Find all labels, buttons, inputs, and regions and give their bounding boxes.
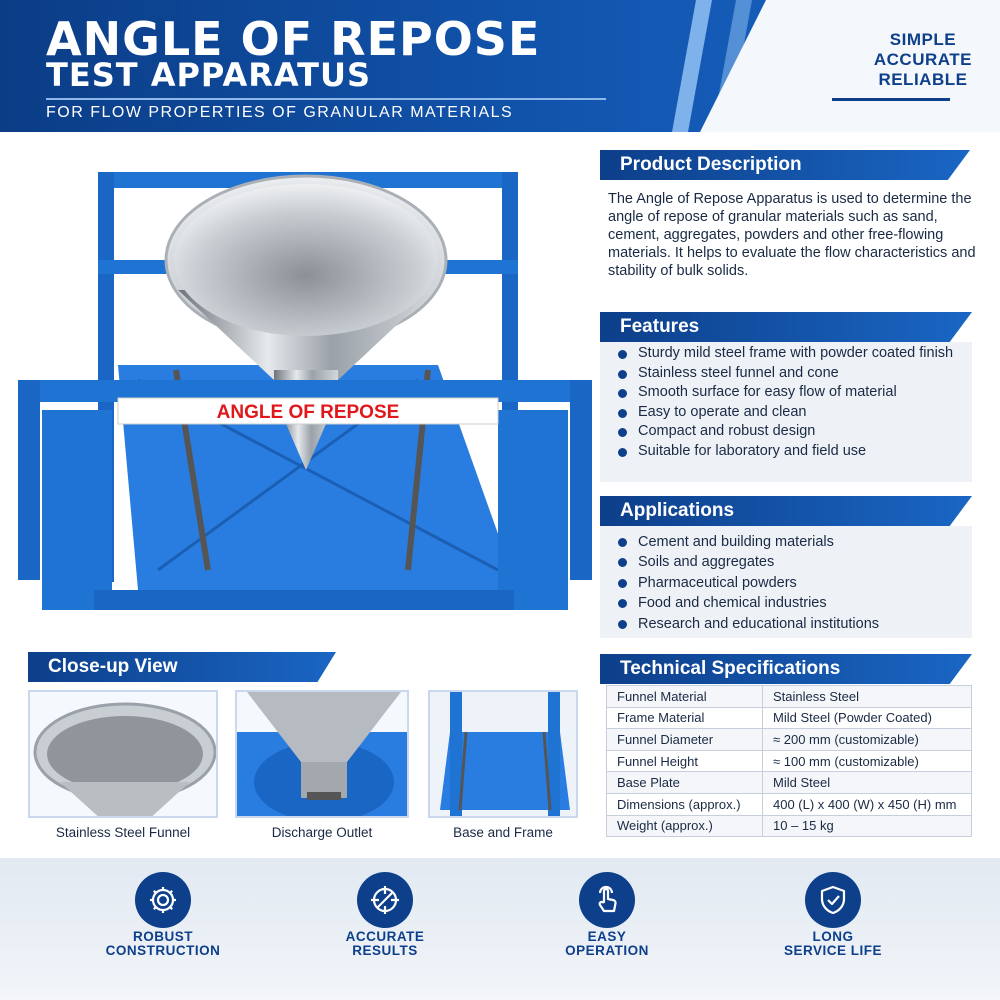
apparatus-label: ANGLE OF REPOSE	[217, 402, 400, 423]
spec-label: Weight (approx.)	[606, 814, 763, 838]
list-item: Food and chemical industries	[612, 593, 970, 613]
feature-label: ACCURATE RESULTS	[300, 930, 470, 957]
table-row: Funnel Diameter≈ 200 mm (customizable)	[606, 728, 972, 751]
spec-label: Funnel Diameter	[606, 728, 763, 751]
list-item: Cement and building materials	[612, 532, 970, 552]
list-item: Stainless steel funnel and cone	[612, 364, 970, 384]
footer-feature-robust: ROBUST CONSTRUCTION	[78, 872, 248, 957]
closeup-funnel-image	[28, 690, 218, 818]
closeup-caption: Stainless Steel Funnel	[55, 825, 191, 840]
spec-value: 400 (L) x 400 (W) x 450 (H) mm	[762, 792, 972, 816]
list-item: Research and educational institutions	[612, 614, 970, 634]
spec-label: Funnel Material	[606, 685, 763, 708]
product-description: The Angle of Repose Apparatus is used to…	[608, 191, 976, 279]
closeup-caption: Base and Frame	[453, 825, 553, 840]
spec-value: ≈ 100 mm (customizable)	[762, 749, 972, 773]
applications-list: Cement and building materials Soils and …	[612, 532, 970, 634]
table-row: Funnel Height≈ 100 mm (customizable)	[606, 749, 972, 773]
feature-label: ROBUST CONSTRUCTION	[78, 930, 248, 957]
section-title: Product Description	[620, 154, 802, 175]
closeup-base-image	[428, 690, 578, 818]
feature-label-line: LONG	[812, 929, 854, 944]
section-header-features: Features	[600, 312, 972, 342]
list-item: Suitable for laboratory and field use	[612, 442, 970, 462]
feature-label: EASY OPERATION	[522, 930, 692, 957]
section-title: Applications	[620, 500, 735, 521]
table-row: Dimensions (approx.)400 (L) x 400 (W) x …	[606, 792, 972, 816]
section-header-description: Product Description	[600, 150, 970, 180]
crosshair-icon	[357, 872, 413, 928]
header-stripe-decoration	[672, 0, 712, 132]
closeup-caption: Discharge Outlet	[271, 825, 373, 840]
tagline: SIMPLE ACCURATE RELIABLE	[874, 30, 972, 90]
feature-label: LONG SERVICE LIFE	[748, 930, 918, 957]
apparatus-label-plate	[117, 397, 499, 425]
section-title: Technical Specifications	[620, 658, 841, 679]
section-header-specifications: Technical Specifications	[600, 654, 972, 684]
applications-panel	[600, 526, 972, 638]
spec-value: Mild Steel (Powder Coated)	[762, 706, 972, 730]
spec-label: Frame Material	[606, 706, 763, 730]
gear-icon	[135, 872, 191, 928]
page-title: ANGLE OF REPOSE	[46, 12, 541, 66]
spec-value: Stainless Steel	[762, 685, 972, 708]
table-row: Weight (approx.)10 – 15 kg	[606, 814, 972, 838]
feature-label-line: ROBUST	[133, 929, 193, 944]
tagline-word: SIMPLE	[889, 30, 957, 49]
frame-top-front	[18, 380, 592, 402]
section-title: Close-up View	[48, 656, 178, 677]
closeup-outlet-image	[235, 690, 409, 818]
tagline-underline	[832, 98, 950, 101]
section-title: Features	[620, 316, 700, 337]
feature-label-line: ACCURATE	[345, 929, 425, 944]
feature-label-line: CONSTRUCTION	[105, 942, 221, 958]
shield-check-icon	[805, 872, 861, 928]
list-item: Easy to operate and clean	[612, 403, 970, 423]
tagline-word: RELIABLE	[878, 70, 968, 89]
title-divider	[46, 98, 606, 100]
footer-feature-easy: EASY OPERATION	[522, 872, 692, 957]
page-title-line2: TEST APPARATUS	[46, 56, 371, 94]
spec-label: Funnel Height	[606, 749, 763, 773]
list-item: Smooth surface for easy flow of material	[612, 383, 970, 403]
feature-label-line: EASY	[587, 929, 627, 944]
list-item: Sturdy mild steel frame with powder coat…	[612, 344, 970, 364]
section-header-closeup: Close-up View	[28, 652, 336, 682]
features-panel	[600, 342, 972, 482]
apparatus-illustration: ANGLE OF REPOSE	[18, 172, 592, 610]
section-header-applications: Applications	[600, 496, 972, 526]
cone	[280, 410, 332, 470]
list-item: Soils and aggregates	[612, 552, 970, 572]
feature-label-line: OPERATION	[565, 942, 649, 958]
spec-label: Dimensions (approx.)	[606, 792, 763, 816]
list-item: Pharmaceutical powders	[612, 573, 970, 593]
tagline-word: ACCURATE	[873, 50, 972, 69]
footer-feature-accurate: ACCURATE RESULTS	[300, 872, 470, 957]
spec-value: ≈ 200 mm (customizable)	[762, 728, 972, 751]
page-subtitle: FOR FLOW PROPERTIES OF GRANULAR MATERIAL…	[46, 104, 514, 121]
spec-value: 10 – 15 kg	[762, 814, 972, 838]
footer-feature-longlife: LONG SERVICE LIFE	[748, 872, 918, 957]
features-list: Sturdy mild steel frame with powder coat…	[612, 344, 970, 462]
hand-pointer-icon	[579, 872, 635, 928]
spec-value: Mild Steel	[762, 771, 972, 794]
list-item: Compact and robust design	[612, 422, 970, 442]
feature-label-line: SERVICE LIFE	[783, 942, 883, 958]
spec-label: Base Plate	[606, 771, 763, 794]
feature-label-line: RESULTS	[352, 942, 418, 958]
header-banner: ANGLE OF REPOSE TEST APPARATUS FOR FLOW …	[0, 0, 1000, 132]
